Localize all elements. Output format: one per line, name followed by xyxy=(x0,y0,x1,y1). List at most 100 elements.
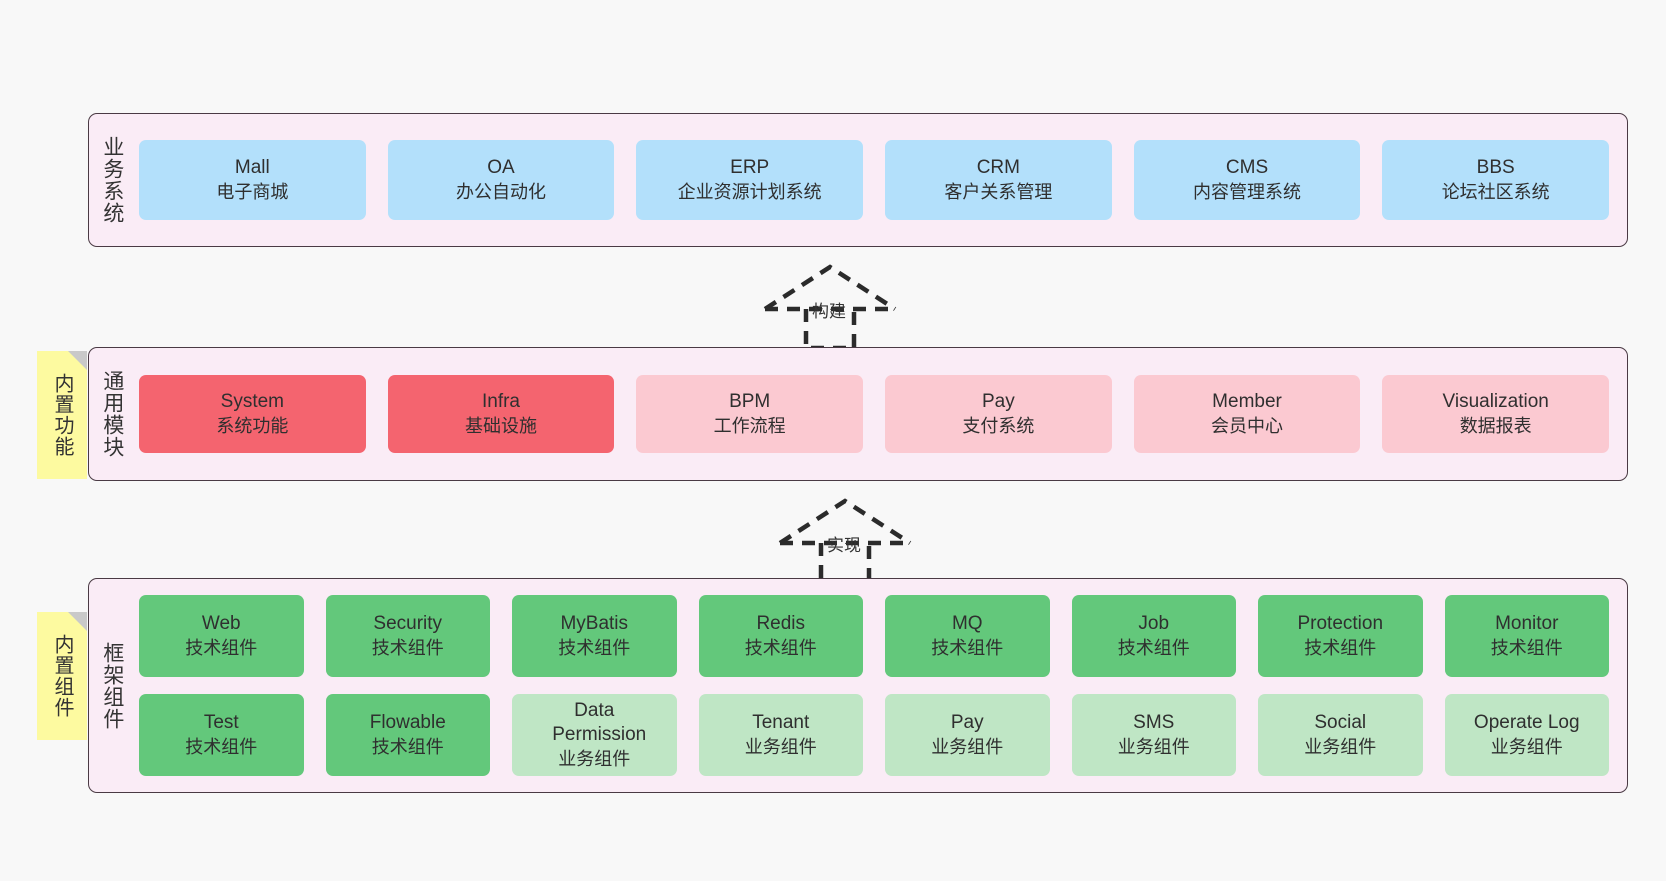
card-crm[interactable]: CRM 客户关系管理 xyxy=(885,140,1112,220)
card-title: CRM xyxy=(976,157,1020,179)
sticky-note-builtin-features: 内置功能 xyxy=(37,351,87,479)
layer-body-business-systems: Mall 电子商城 OA 办公自动化 ERP 企业资源计划系统 CRM 客户关系… xyxy=(135,114,1627,246)
card-subtitle: 客户关系管理 xyxy=(944,181,1053,202)
card-title: BPM xyxy=(729,391,771,413)
card-subtitle: 技术组件 xyxy=(185,637,258,658)
card-mall[interactable]: Mall 电子商城 xyxy=(139,140,366,220)
card-subtitle: 业务组件 xyxy=(931,736,1004,757)
card-title: Job xyxy=(1138,613,1170,635)
card-subtitle: 技术组件 xyxy=(1117,637,1190,658)
connector-build: 构建 xyxy=(760,262,920,351)
card-subtitle: 业务组件 xyxy=(744,736,817,757)
card-subtitle: 业务组件 xyxy=(1490,736,1563,757)
card-subtitle: 技术组件 xyxy=(371,637,444,658)
layer-business-systems: 业务系统 Mall 电子商城 OA 办公自动化 ERP 企业资源计划系统 CRM… xyxy=(88,113,1628,247)
sticky-note-label: 内置组件 xyxy=(51,634,73,718)
card-subtitle: 技术组件 xyxy=(558,637,631,658)
card-pay-component[interactable]: Pay 业务组件 xyxy=(885,694,1050,776)
card-subtitle: 业务组件 xyxy=(1117,736,1190,757)
card-title: Mall xyxy=(234,157,270,179)
card-title: ERP xyxy=(730,157,770,179)
layer-framework-components: 框架组件 Web 技术组件 Security 技术组件 MyBatis 技术组件… xyxy=(88,578,1628,793)
card-title: MyBatis xyxy=(560,613,629,635)
card-mq[interactable]: MQ 技术组件 xyxy=(885,595,1050,677)
framework-row-technical: Web 技术组件 Security 技术组件 MyBatis 技术组件 Redi… xyxy=(139,595,1609,677)
card-subtitle: 业务组件 xyxy=(558,748,631,769)
card-title: Data Permission xyxy=(552,700,647,746)
card-bpm[interactable]: BPM 工作流程 xyxy=(636,375,864,453)
card-operate-log[interactable]: Operate Log 业务组件 xyxy=(1444,694,1609,776)
card-subtitle: 会员中心 xyxy=(1211,415,1284,436)
sticky-note-builtin-components: 内置组件 xyxy=(37,612,87,740)
generalization-arrow-icon xyxy=(778,498,912,585)
card-cms[interactable]: CMS 内容管理系统 xyxy=(1133,140,1361,220)
card-subtitle: 电子商城 xyxy=(216,181,289,202)
card-title: System xyxy=(220,391,285,413)
sticky-fold-corner-icon xyxy=(68,612,87,631)
card-subtitle: 系统功能 xyxy=(216,415,289,436)
card-security[interactable]: Security 技术组件 xyxy=(325,595,490,677)
card-title: CMS xyxy=(1225,157,1269,179)
sticky-fold-corner-icon xyxy=(68,351,87,370)
generalization-arrow-icon xyxy=(763,264,897,351)
layer-title-framework-components: 框架组件 xyxy=(100,641,124,730)
card-title: SMS xyxy=(1133,712,1175,734)
card-subtitle: 技术组件 xyxy=(185,736,258,757)
card-flowable[interactable]: Flowable 技术组件 xyxy=(325,694,490,776)
card-web[interactable]: Web 技术组件 xyxy=(139,595,304,677)
card-tenant[interactable]: Tenant 业务组件 xyxy=(698,694,863,776)
card-title: Protection xyxy=(1297,613,1384,635)
card-data-permission[interactable]: Data Permission 业务组件 xyxy=(512,694,677,776)
card-bbs[interactable]: BBS 论坛社区系统 xyxy=(1382,140,1610,220)
card-subtitle: 业务组件 xyxy=(1304,736,1377,757)
card-subtitle: 技术组件 xyxy=(1490,637,1563,658)
card-title: MQ xyxy=(951,613,983,635)
card-title: Security xyxy=(373,613,443,635)
card-subtitle: 办公自动化 xyxy=(456,181,546,202)
card-title: Member xyxy=(1212,391,1282,413)
card-subtitle: 内容管理系统 xyxy=(1193,181,1302,202)
card-subtitle: 技术组件 xyxy=(931,637,1004,658)
layer-body-common-modules: System 系统功能 Infra 基础设施 BPM 工作流程 Pay 支付系统… xyxy=(135,348,1627,480)
card-erp[interactable]: ERP 企业资源计划系统 xyxy=(636,140,864,220)
card-oa[interactable]: OA 办公自动化 xyxy=(387,140,615,220)
card-social[interactable]: Social 业务组件 xyxy=(1258,694,1423,776)
card-protection[interactable]: Protection 技术组件 xyxy=(1258,595,1423,677)
card-subtitle: 工作流程 xyxy=(713,415,786,436)
card-test[interactable]: Test 技术组件 xyxy=(139,694,304,776)
card-title: Operate Log xyxy=(1473,712,1580,734)
card-title: Pay xyxy=(981,391,1015,413)
card-title: Tenant xyxy=(752,712,810,734)
card-subtitle: 技术组件 xyxy=(1304,637,1377,658)
card-title: Visualization xyxy=(1442,391,1549,413)
card-subtitle: 企业资源计划系统 xyxy=(677,181,822,202)
framework-row-business: Test 技术组件 Flowable 技术组件 Data Permission … xyxy=(139,694,1609,776)
card-visualization[interactable]: Visualization 数据报表 xyxy=(1382,375,1610,453)
card-redis[interactable]: Redis 技术组件 xyxy=(698,595,863,677)
card-title: Monitor xyxy=(1495,613,1559,635)
layer-title-business-systems: 业务系统 xyxy=(100,136,124,224)
card-subtitle: 支付系统 xyxy=(962,415,1035,436)
card-subtitle: 数据报表 xyxy=(1459,415,1532,436)
card-system[interactable]: System 系统功能 xyxy=(139,375,366,453)
layer-common-modules: 通用模块 System 系统功能 Infra 基础设施 BPM 工作流程 Pay… xyxy=(88,347,1628,481)
connector-label-build: 构建 xyxy=(812,302,846,321)
card-title: Pay xyxy=(950,712,984,734)
card-sms[interactable]: SMS 业务组件 xyxy=(1071,694,1236,776)
card-title: Flowable xyxy=(369,712,446,734)
card-title: Social xyxy=(1314,712,1367,734)
card-title: Infra xyxy=(481,391,521,413)
card-title: Test xyxy=(203,712,239,734)
card-subtitle: 技术组件 xyxy=(371,736,444,757)
card-member[interactable]: Member 会员中心 xyxy=(1133,375,1361,453)
card-job[interactable]: Job 技术组件 xyxy=(1071,595,1236,677)
card-subtitle: 技术组件 xyxy=(744,637,817,658)
card-pay-module[interactable]: Pay 支付系统 xyxy=(885,375,1112,453)
card-monitor[interactable]: Monitor 技术组件 xyxy=(1444,595,1609,677)
layer-title-common-modules: 通用模块 xyxy=(100,370,124,458)
card-mybatis[interactable]: MyBatis 技术组件 xyxy=(512,595,677,677)
card-infra[interactable]: Infra 基础设施 xyxy=(387,375,615,453)
sticky-note-label: 内置功能 xyxy=(51,373,73,457)
card-title: Web xyxy=(201,613,241,635)
